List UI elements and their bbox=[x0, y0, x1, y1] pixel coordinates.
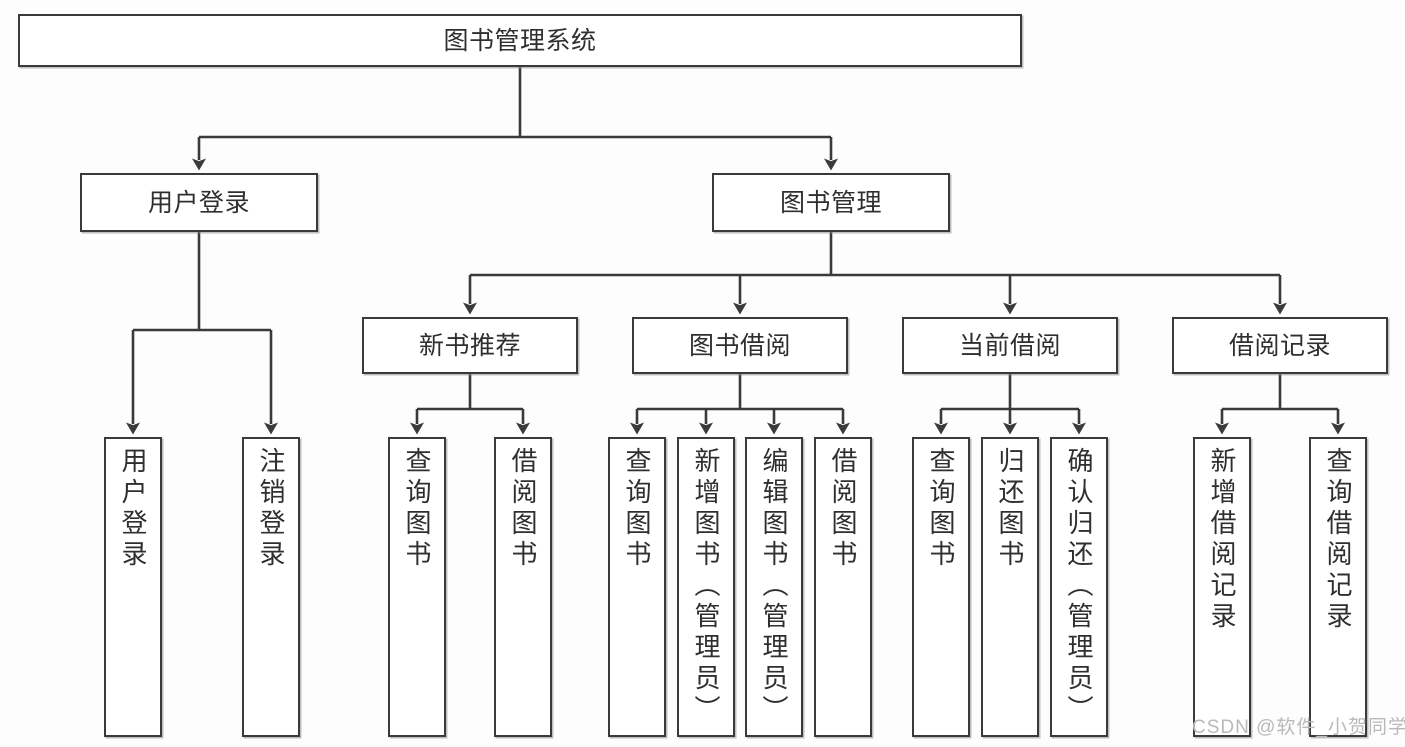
leaf-user-logout[interactable]: 注销登录 bbox=[242, 437, 300, 737]
node-label: 图书借阅 bbox=[688, 331, 791, 360]
node-label: 归还图书 bbox=[995, 447, 1025, 571]
leaf-borrow-query-book[interactable]: 查询图书 bbox=[608, 437, 666, 737]
leaf-record-query-borrow-record[interactable]: 查询借阅记录 bbox=[1309, 437, 1367, 737]
node-label: 新增图书（管理员） bbox=[691, 447, 721, 726]
node-label: 用户登录 bbox=[147, 188, 250, 217]
node-label: 注销登录 bbox=[256, 447, 286, 571]
node-new-book-recommend[interactable]: 新书推荐 bbox=[362, 317, 578, 374]
node-label: 查询借阅记录 bbox=[1323, 447, 1353, 633]
node-label: 图书管理系统 bbox=[443, 26, 597, 55]
node-label: 确认归还（管理员） bbox=[1064, 447, 1094, 726]
leaf-borrow-borrow-book[interactable]: 借阅图书 bbox=[814, 437, 872, 737]
leaf-current-confirm-return-admin[interactable]: 确认归还（管理员） bbox=[1050, 437, 1108, 737]
node-borrow-record[interactable]: 借阅记录 bbox=[1172, 317, 1388, 374]
csdn-watermark: CSDN @软件_小贺同学 bbox=[1192, 717, 1405, 738]
leaf-recommend-query-book[interactable]: 查询图书 bbox=[388, 437, 446, 737]
node-label: 借阅图书 bbox=[508, 447, 538, 571]
node-label: 借阅记录 bbox=[1228, 331, 1331, 360]
leaf-borrow-edit-book-admin[interactable]: 编辑图书（管理员） bbox=[745, 437, 803, 737]
node-current-borrow[interactable]: 当前借阅 bbox=[902, 317, 1118, 374]
node-label: 用户登录 bbox=[118, 447, 148, 571]
node-label: 编辑图书（管理员） bbox=[759, 447, 789, 726]
node-label: 查询图书 bbox=[926, 447, 956, 571]
leaf-recommend-borrow-book[interactable]: 借阅图书 bbox=[494, 437, 552, 737]
node-label: 查询图书 bbox=[622, 447, 652, 571]
node-book-borrow[interactable]: 图书借阅 bbox=[632, 317, 848, 374]
node-label: 图书管理 bbox=[779, 188, 882, 217]
node-label: 新书推荐 bbox=[418, 331, 521, 360]
node-label: 当前借阅 bbox=[958, 331, 1061, 360]
leaf-user-login[interactable]: 用户登录 bbox=[104, 437, 162, 737]
leaf-borrow-add-book-admin[interactable]: 新增图书（管理员） bbox=[677, 437, 735, 737]
node-book-management[interactable]: 图书管理 bbox=[712, 173, 950, 232]
node-label: 借阅图书 bbox=[828, 447, 858, 571]
node-label: 查询图书 bbox=[402, 447, 432, 571]
node-user-login[interactable]: 用户登录 bbox=[80, 173, 318, 232]
leaf-current-return-book[interactable]: 归还图书 bbox=[981, 437, 1039, 737]
leaf-record-add-borrow-record[interactable]: 新增借阅记录 bbox=[1193, 437, 1251, 737]
node-label: 新增借阅记录 bbox=[1207, 447, 1237, 633]
leaf-current-query-book[interactable]: 查询图书 bbox=[912, 437, 970, 737]
node-root-library-system[interactable]: 图书管理系统 bbox=[18, 14, 1022, 67]
